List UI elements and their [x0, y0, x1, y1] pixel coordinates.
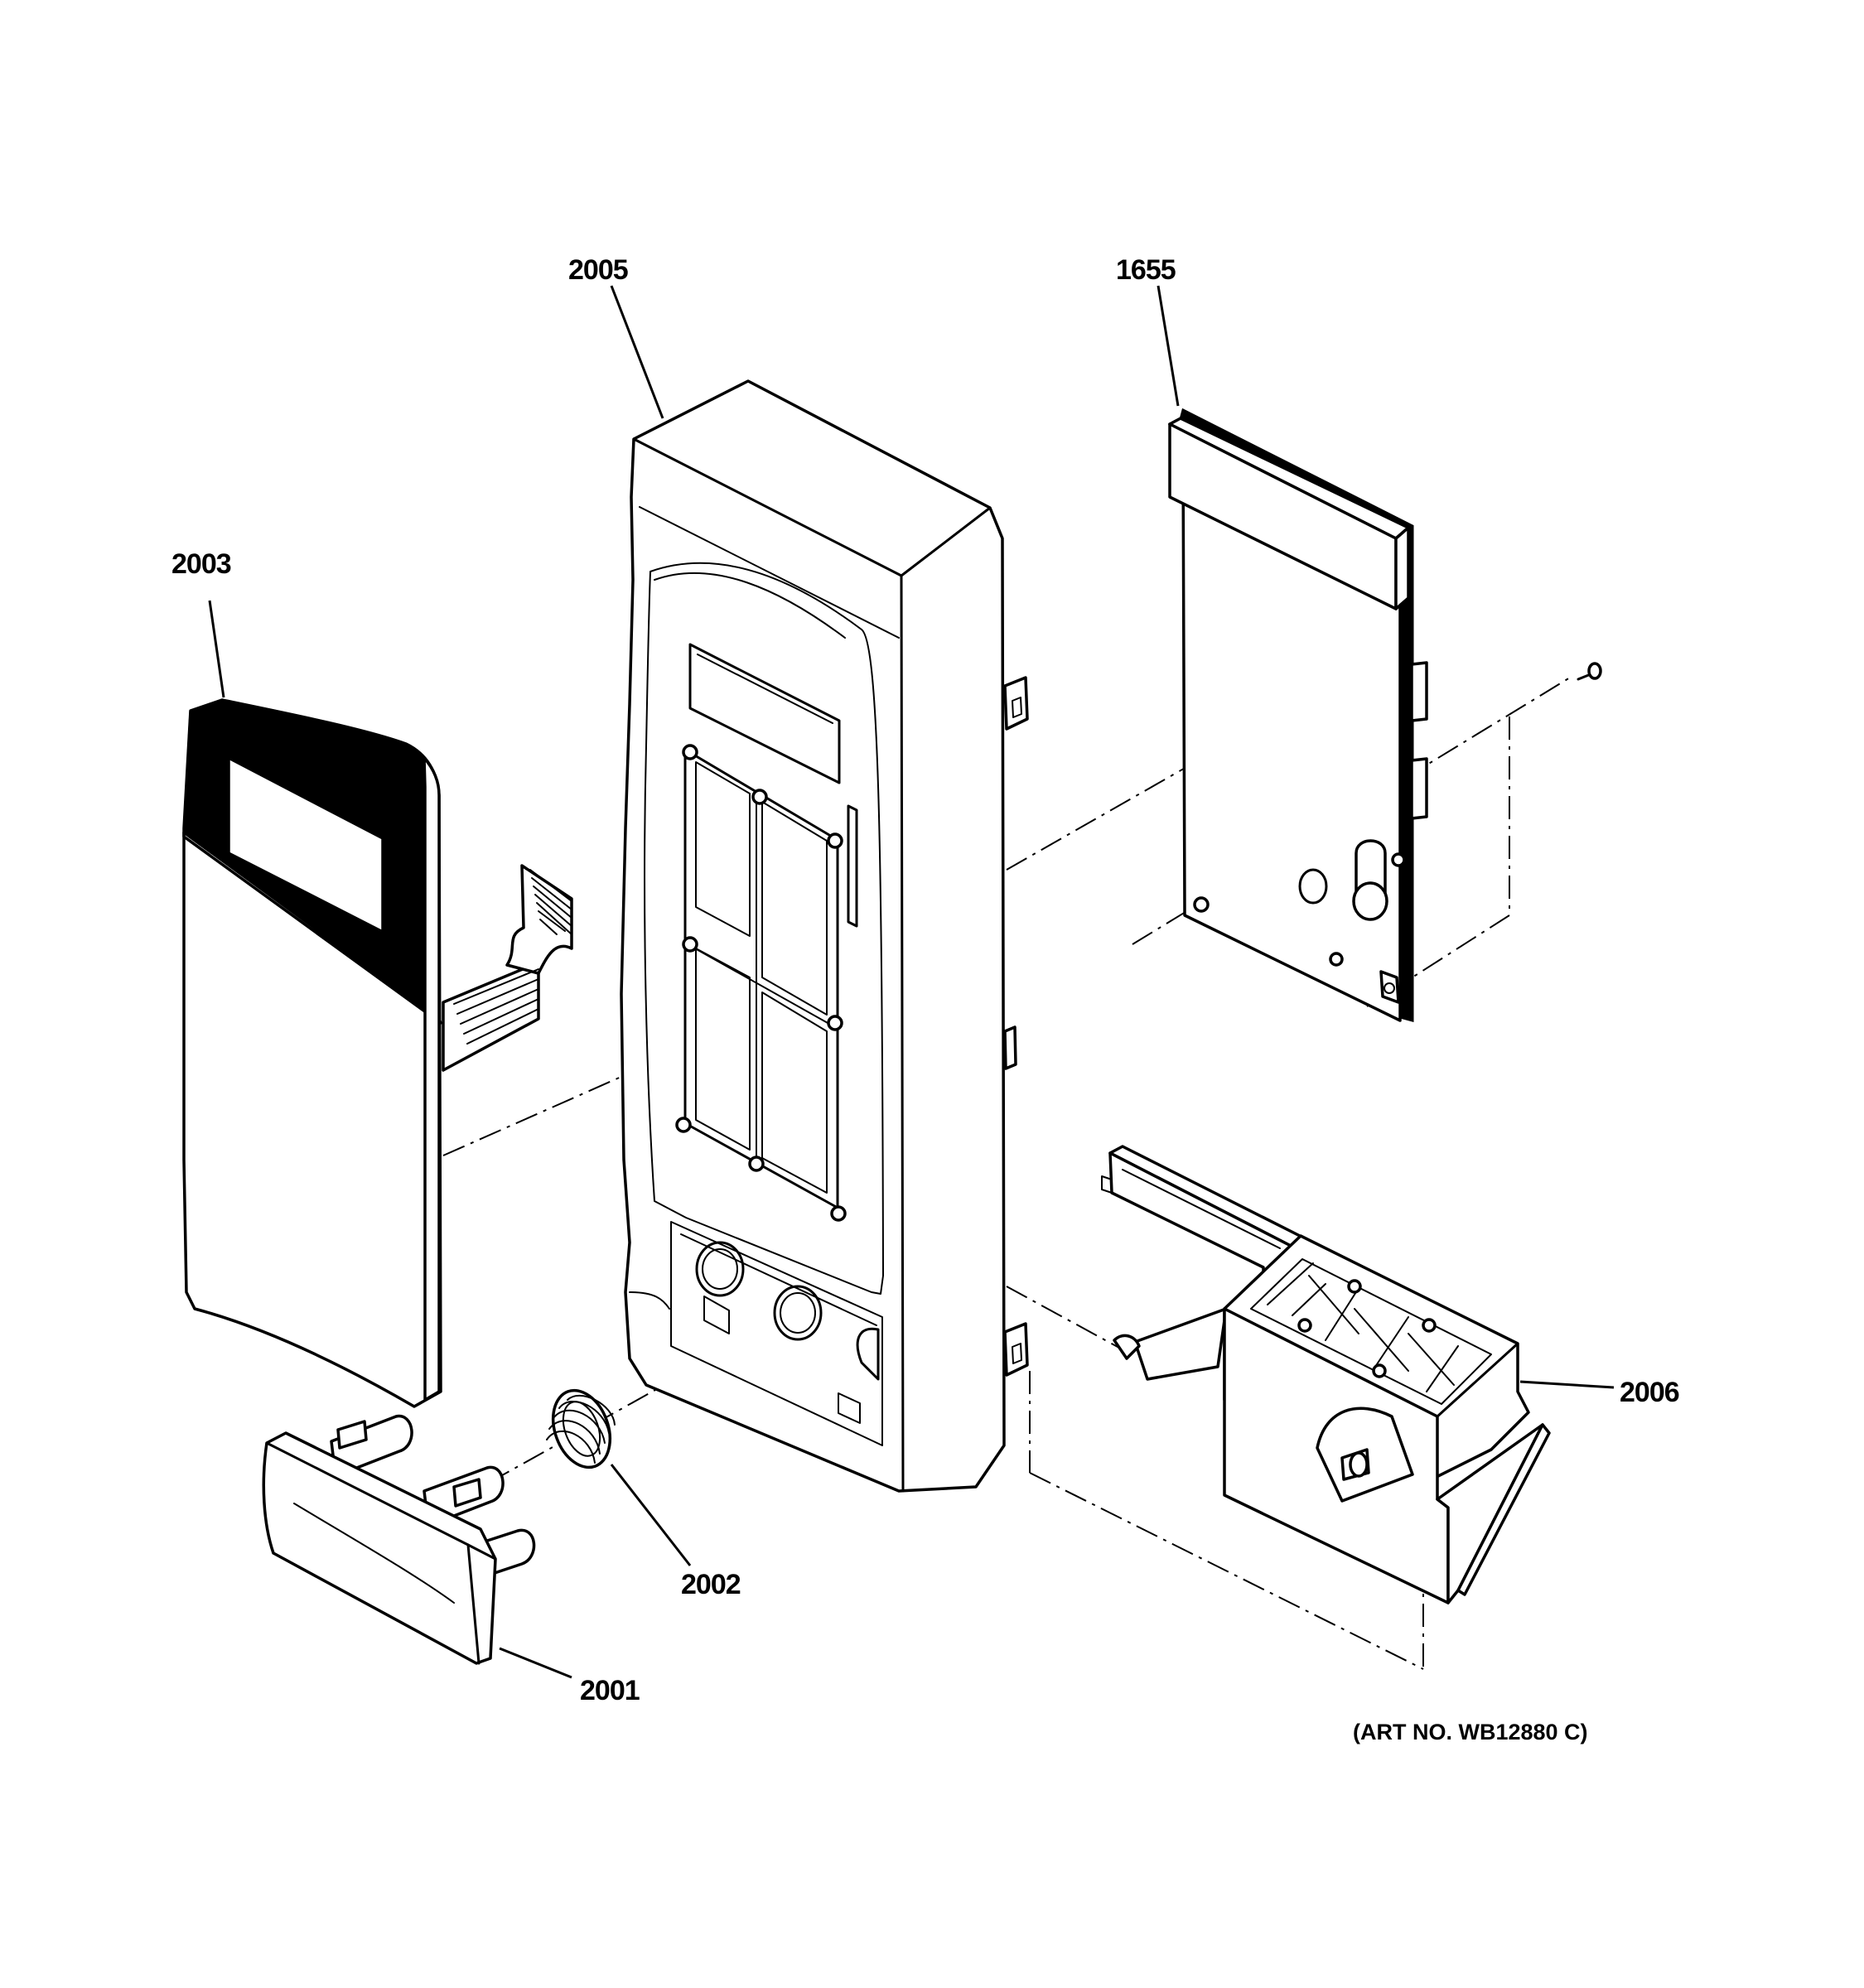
control-panel-frame [620, 379, 1029, 1493]
keypad-posts [675, 744, 847, 1222]
leader-lines [208, 285, 1615, 1679]
membrane-keyboard [182, 698, 573, 1408]
door-release-button [262, 1415, 536, 1665]
callout-2005: 2005 [568, 254, 628, 286]
callout-2003: 2003 [171, 548, 231, 580]
callout-2001: 2001 [580, 1675, 640, 1706]
art-number: (ART NO. WB12880 C) [1353, 1720, 1588, 1744]
callout-labels: 2005 1655 2003 2006 2002 2001 (ART NO. W… [171, 254, 1680, 1744]
latch-lever-assembly [1101, 1145, 1551, 1604]
screw-icon [1577, 662, 1602, 681]
spring [546, 1388, 616, 1469]
callout-1655: 1655 [1116, 254, 1176, 286]
callout-2006: 2006 [1620, 1377, 1679, 1408]
callout-2002: 2002 [681, 1569, 741, 1600]
circuit-board [1168, 408, 1428, 1022]
